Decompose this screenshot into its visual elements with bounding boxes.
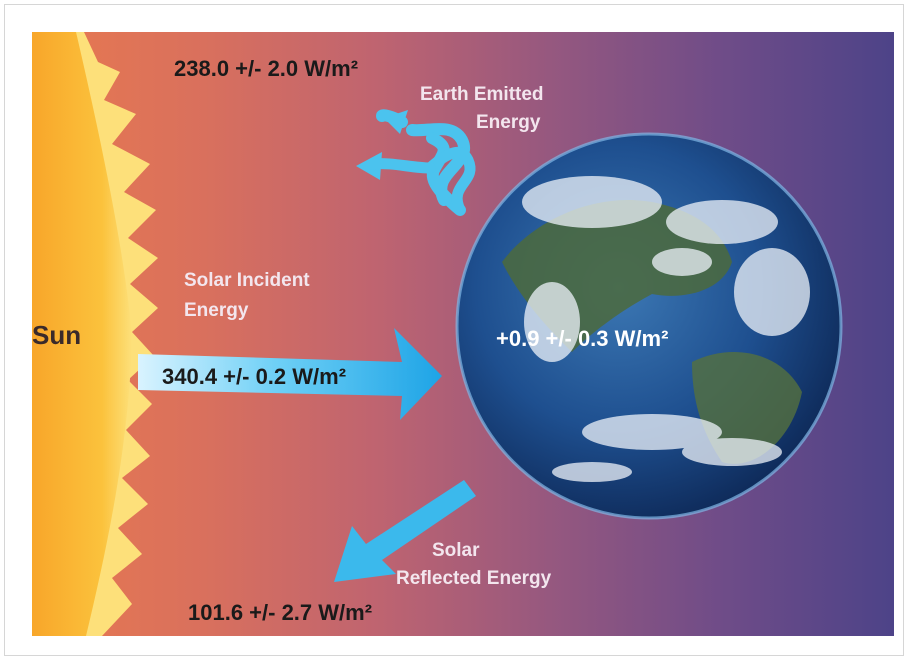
earth-emitted-caption-line1: Earth Emitted [420,84,544,105]
solar-reflected-caption-line2: Reflected Energy [396,568,552,589]
solar-reflected-value: 101.6 +/- 2.7 W/m² [188,600,373,625]
emitted-arrowhead-upper [384,110,408,134]
solar-reflected-caption-line1: Solar [432,540,480,561]
solar-incident-caption-line1: Solar Incident [184,270,310,291]
earth-emitted-value: 238.0 +/- 2.0 W/m² [174,56,359,81]
sun-label: Sun [32,320,82,350]
sun-graphic [32,32,158,636]
earth-emitted-caption-line2: Energy [476,112,541,133]
solar-incident-caption-line2: Energy [184,300,249,321]
energy-balance-diagram: Sun 238.0 +/- 2.0 W/m² Earth Emitted Ene… [32,32,894,636]
wavy-arrow-lower [356,147,476,216]
reflected-arrow-icon [334,480,476,582]
earth-balance-value: +0.9 +/- 0.3 W/m² [496,326,669,351]
incident-arrow-icon [138,328,442,420]
solar-incident-value: 340.4 +/- 0.2 W/m² [162,364,347,389]
earth-globe [455,132,843,520]
diagram-artwork [32,32,843,636]
